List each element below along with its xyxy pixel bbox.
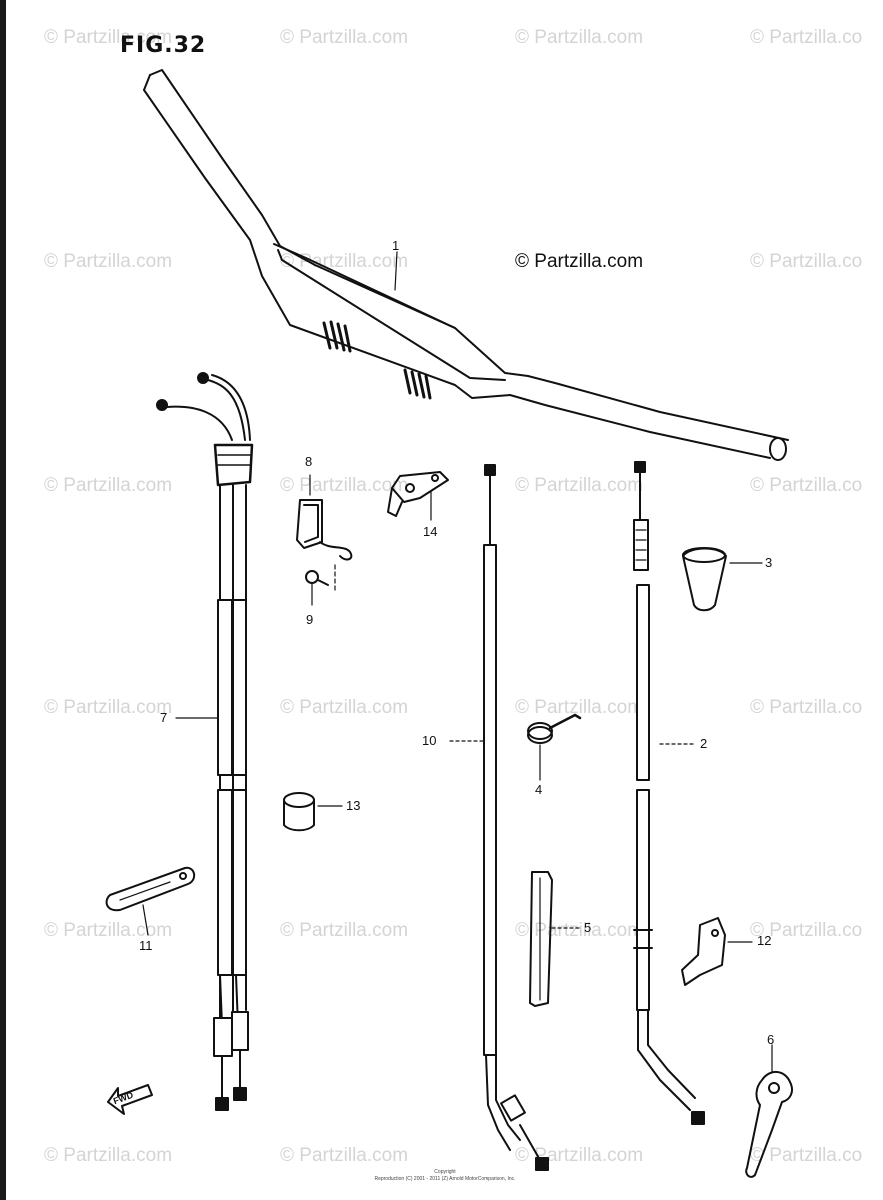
watermark: © Partzilla.com — [44, 475, 173, 496]
watermark: © Partzilla.com — [44, 1145, 173, 1166]
adjuster-part-4 — [527, 713, 582, 781]
watermark: © Partzilla.co — [750, 1145, 863, 1166]
watermark: © Partzilla.com — [44, 251, 173, 272]
clip-part-13 — [283, 792, 343, 832]
callout-14: 14 — [423, 524, 438, 539]
watermark: © Partzilla.com — [44, 27, 173, 48]
watermark: © Partzilla.com — [515, 475, 644, 496]
strap-part-5 — [529, 871, 581, 1007]
callout-10: 10 — [422, 733, 437, 748]
watermark: © Partzilla.com — [515, 27, 644, 48]
watermark: © Partzilla.co — [750, 697, 863, 718]
bracket-part-14 — [387, 471, 449, 521]
callout-3: 3 — [765, 555, 773, 570]
guide-part-12 — [681, 917, 753, 986]
watermark: © Partzilla.co — [750, 475, 863, 496]
copyright-detail: Reproduction (C) 2001 - 2011 (Z) Arnold … — [374, 1176, 516, 1182]
watermark-prominent: © Partzilla.com — [515, 251, 644, 272]
lever-part-11 — [105, 866, 196, 936]
throttle-cable-part-7 — [156, 372, 254, 1111]
callout-8: 8 — [305, 454, 313, 469]
handlebar-part-1 — [143, 69, 789, 461]
watermark: © Partzilla.com — [280, 920, 409, 941]
copyright-line: Copyright — [434, 1169, 456, 1175]
watermark: © Partzilla.com — [44, 920, 173, 941]
callout-5: 5 — [584, 920, 592, 935]
watermark: © Partzilla.com — [44, 697, 173, 718]
grip-part-3 — [682, 547, 763, 612]
callout-9: 9 — [306, 612, 314, 627]
watermark: © Partzilla.co — [750, 251, 863, 272]
watermark: © Partzilla.com — [280, 251, 409, 272]
clamp-part-8 — [296, 474, 353, 561]
callout-13: 13 — [346, 798, 361, 813]
callout-11: 11 — [139, 938, 153, 953]
callout-6: 6 — [767, 1032, 775, 1047]
callout-4: 4 — [535, 782, 543, 797]
clutch-cable-part-2 — [633, 461, 705, 1125]
screw-part-9 — [305, 564, 336, 606]
lever-part-6 — [745, 1044, 793, 1178]
callout-1: 1 — [392, 238, 400, 253]
brake-cable-part-10 — [449, 464, 549, 1171]
watermark: © Partzilla.com — [280, 475, 409, 496]
scan-edge — [0, 0, 6, 1200]
callout-12: 12 — [757, 933, 772, 948]
figure-title: FIG.32 — [120, 33, 207, 58]
watermark: © Partzilla.com — [280, 27, 409, 48]
watermark: © Partzilla.co — [750, 27, 863, 48]
watermark: © Partzilla.com — [515, 920, 644, 941]
forward-arrow-icon — [107, 1084, 153, 1115]
callout-7: 7 — [160, 710, 168, 725]
watermark: © Partzilla.com — [280, 697, 409, 718]
watermark: © Partzilla.co — [750, 920, 863, 941]
watermark: © Partzilla.com — [515, 697, 644, 718]
watermark: © Partzilla.com — [280, 1145, 409, 1166]
callout-2: 2 — [700, 736, 708, 751]
